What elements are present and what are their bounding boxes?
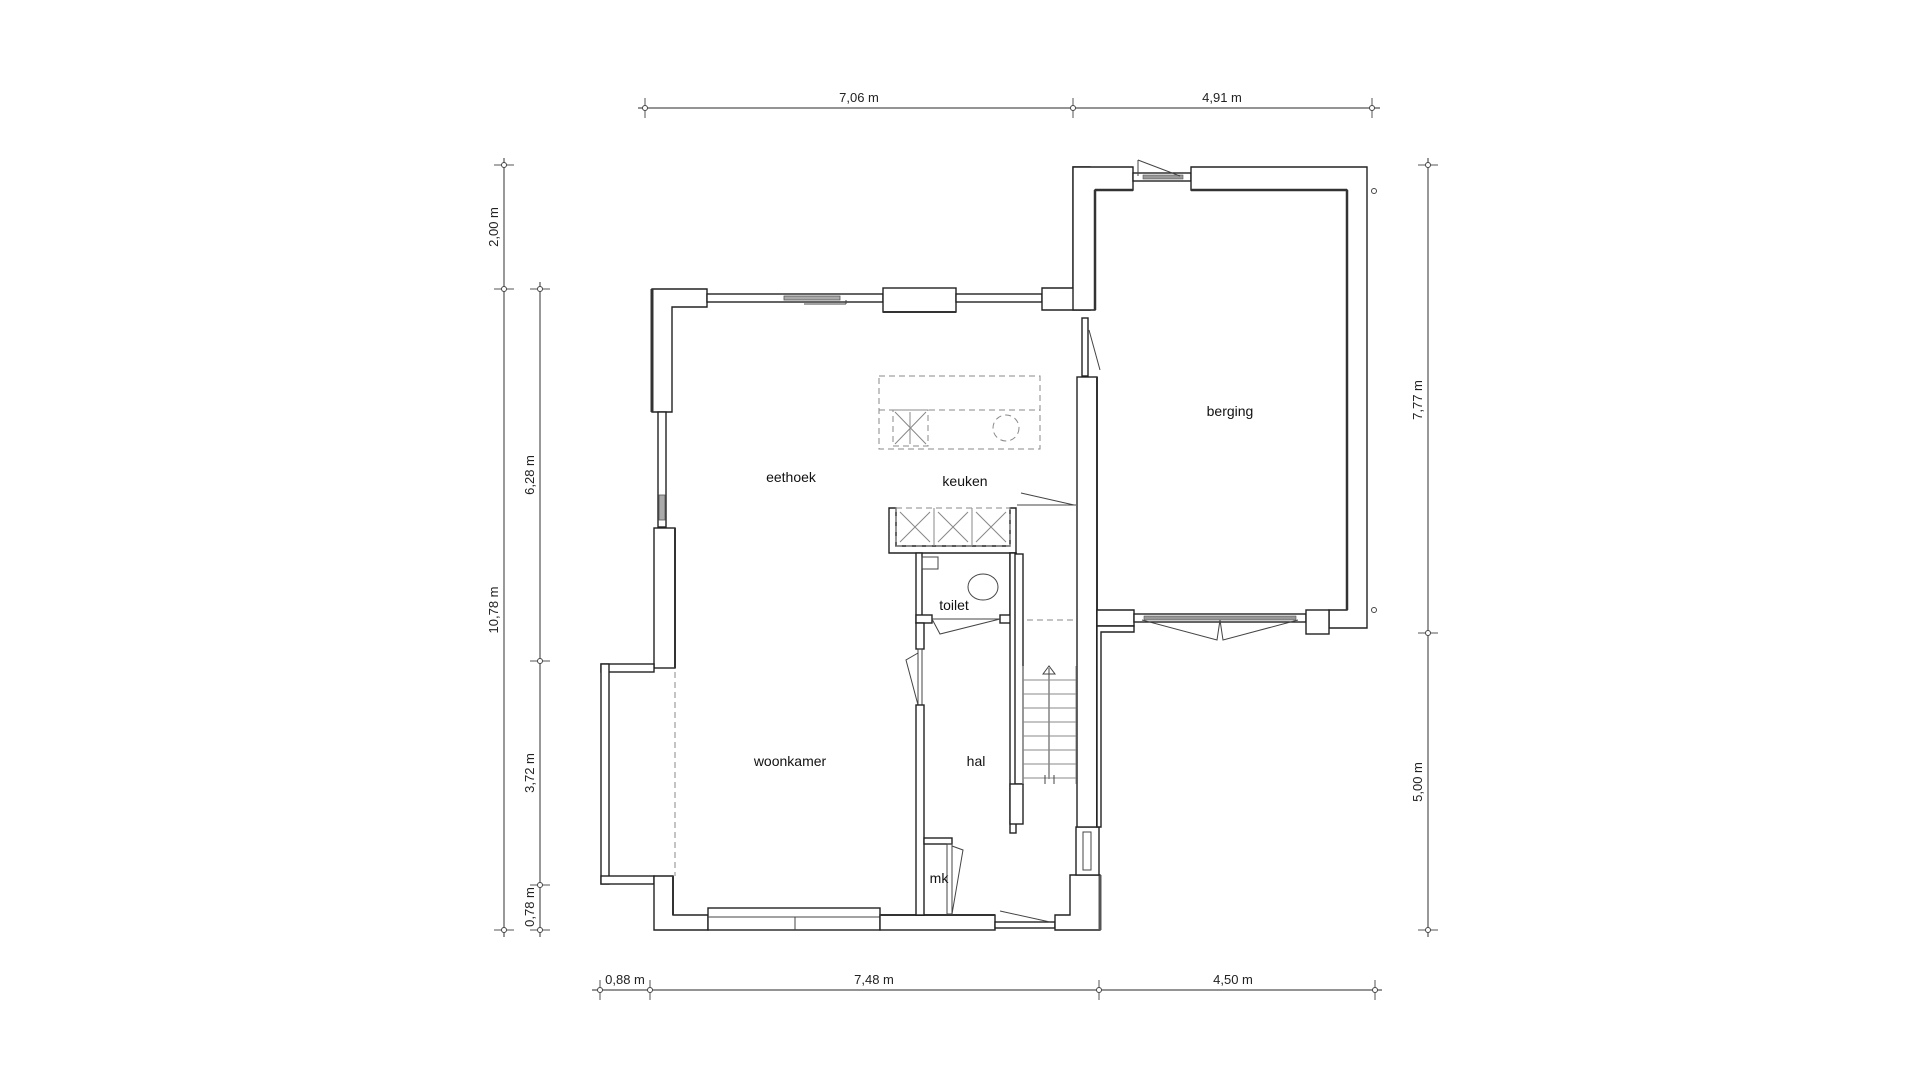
label-eethoek: eethoek <box>766 469 817 485</box>
dim-left-inner-3: 0,78 m <box>522 887 537 927</box>
kitchen-counter <box>888 492 1076 554</box>
dimension-bottom: 0,88 m 7,48 m 4,50 m <box>592 972 1382 1000</box>
toilet-room <box>915 552 1076 635</box>
label-keuken: keuken <box>942 473 987 489</box>
dim-left-outer-2: 10,78 m <box>486 587 501 634</box>
dimension-left-inner: 6,28 m 3,72 m 0,78 m <box>522 282 550 937</box>
label-mk: mk <box>930 870 950 886</box>
berging-walls <box>1072 159 1377 828</box>
dim-left-outer-1: 2,00 m <box>486 207 501 247</box>
dim-top-2: 4,91 m <box>1202 90 1242 105</box>
kitchen-island <box>878 375 1041 450</box>
dimension-top: 7,06 m 4,91 m <box>638 90 1380 118</box>
staircase <box>1022 665 1077 784</box>
room-labels: eethoek keuken berging toilet woonkamer … <box>753 403 1254 886</box>
main-house-walls <box>600 166 1102 931</box>
dim-bottom-1: 0,88 m <box>605 972 645 987</box>
dim-top-1: 7,06 m <box>839 90 879 105</box>
hal-berging-wall <box>1076 317 1101 828</box>
label-berging: berging <box>1207 403 1254 419</box>
dim-right-1: 7,77 m <box>1410 380 1425 420</box>
label-woonkamer: woonkamer <box>753 753 827 769</box>
label-hal: hal <box>967 753 986 769</box>
dim-left-inner-1: 6,28 m <box>522 455 537 495</box>
dim-bottom-3: 4,50 m <box>1213 972 1253 987</box>
dim-left-inner-2: 3,72 m <box>522 753 537 793</box>
label-toilet: toilet <box>939 597 969 613</box>
dim-right-2: 5,00 m <box>1410 762 1425 802</box>
dimension-right: 7,77 m 5,00 m <box>1410 158 1438 937</box>
hal-walls <box>905 552 1024 916</box>
dimension-left-outer: 2,00 m 10,78 m <box>486 158 514 937</box>
dim-bottom-2: 7,48 m <box>854 972 894 987</box>
